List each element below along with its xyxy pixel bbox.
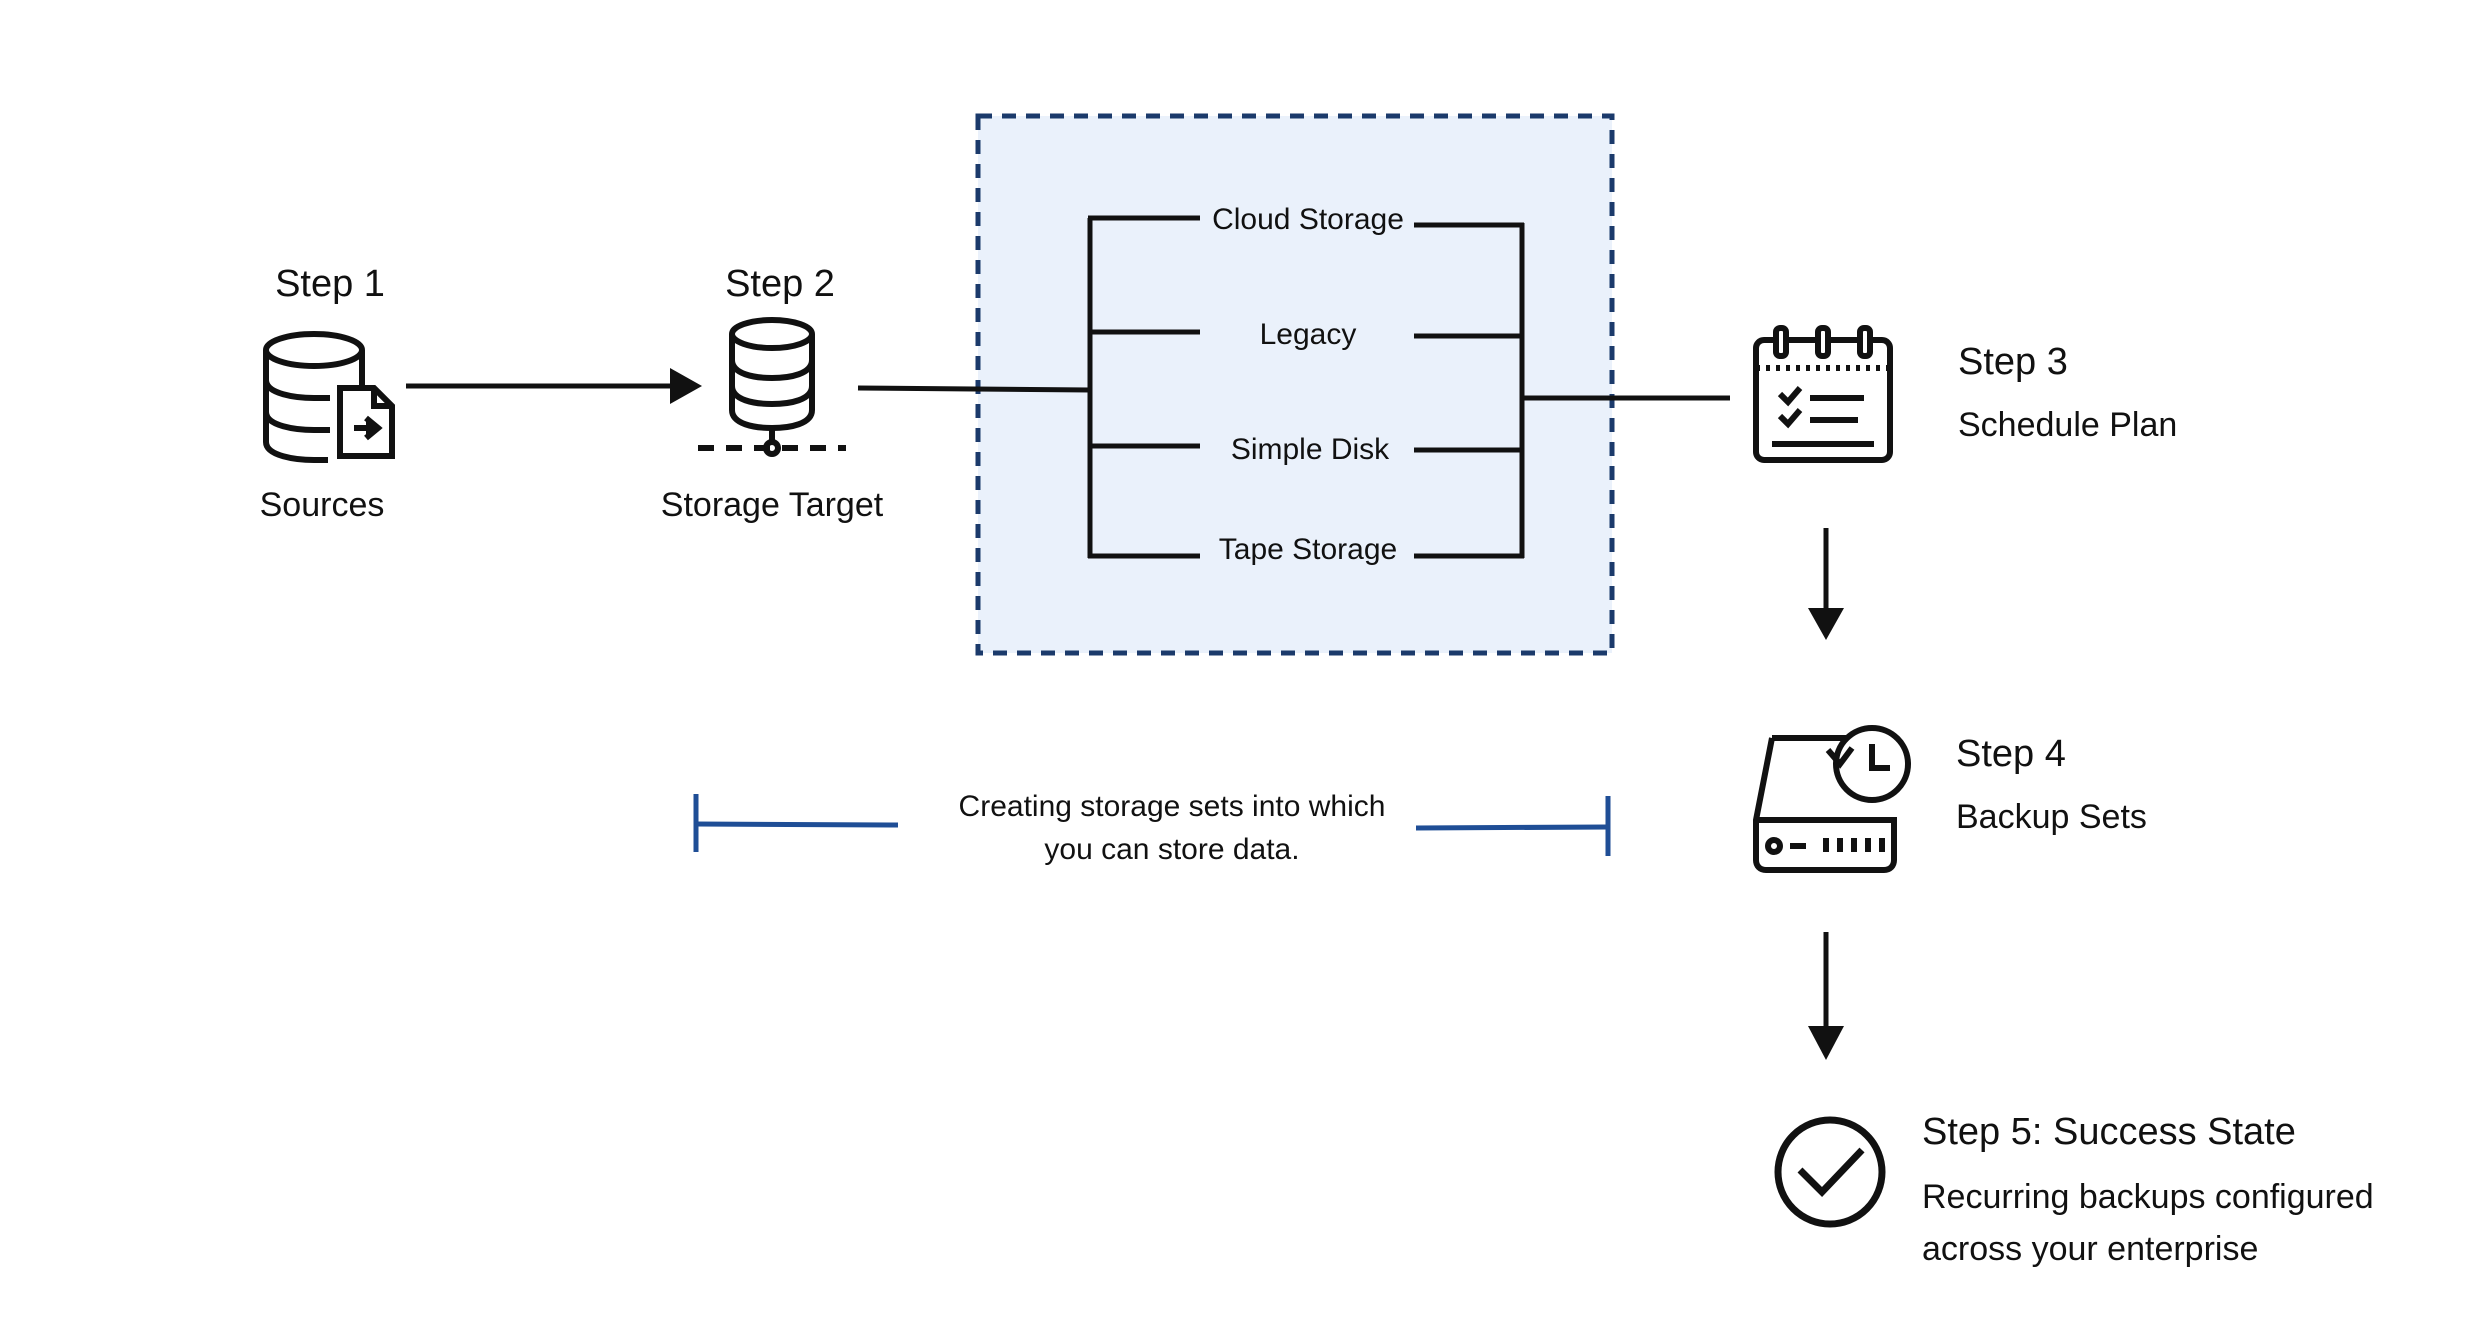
arrow-step1-to-step2-head [670,368,702,404]
database-network-icon [698,317,846,457]
hard-drive-clock-icon [1753,725,1911,873]
storage-option-simple-disk: Simple Disk [1231,433,1390,466]
step3-title: Step 3 [1958,341,2068,383]
arrow-step4-to-step5-head [1808,1026,1844,1060]
step2-label: Storage Target [661,486,884,524]
step5-title: Step 5: Success State [1922,1111,2296,1153]
step3-label: Schedule Plan [1958,406,2177,444]
step2-title: Step 2 [725,263,835,305]
step5-line2: across your enterprise [1922,1230,2258,1268]
annotation-text-line1: Creating storage sets into which [959,790,1386,823]
database-file-icon [263,331,395,463]
arrow-step3-to-step4-head [1808,608,1844,640]
annotation-text-line2: you can store data. [1044,833,1299,866]
step4-label: Backup Sets [1956,798,2147,836]
step5-line1: Recurring backups configured [1922,1178,2374,1216]
step1-label: Sources [260,486,385,524]
storage-option-cloud: Cloud Storage [1212,203,1404,236]
annotation-span [693,794,1611,856]
check-circle-icon [1774,1116,1886,1228]
storage-option-tape: Tape Storage [1219,533,1397,566]
storage-options-box [975,113,1615,656]
step4-title: Step 4 [1956,733,2066,775]
storage-option-legacy: Legacy [1260,318,1357,351]
connector-step2-to-box [857,385,1091,393]
calendar-checklist-icon [1753,325,1893,463]
step1-title: Step 1 [275,263,385,305]
